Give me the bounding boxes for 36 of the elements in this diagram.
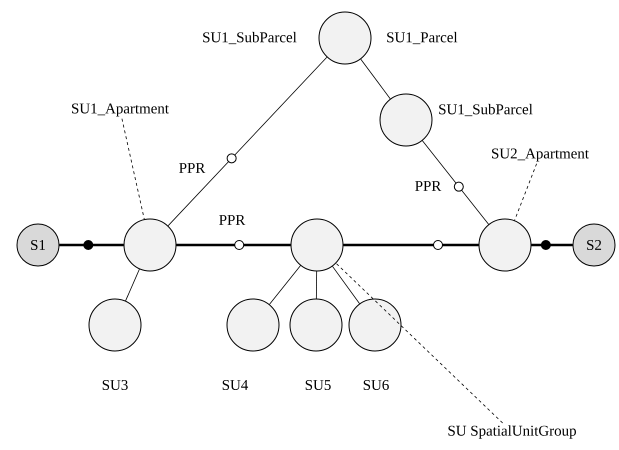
unit-circle — [478, 218, 532, 272]
node-caption: SU6 — [364, 380, 389, 390]
callout-label: SU SpatialUnitGroup — [448, 425, 576, 439]
connector-line — [332, 266, 360, 304]
connector-line — [422, 140, 489, 225]
node-caption: SU1_Parcel — [387, 32, 458, 44]
connector-line — [125, 268, 140, 302]
node-caption: SU1_SubParcel — [203, 32, 296, 44]
node-caption: SU4 — [222, 380, 248, 390]
connector-line — [176, 240, 290, 250]
edge-label: PPR — [178, 162, 206, 174]
node-caption: SU5 — [306, 380, 331, 390]
unit-circle — [380, 94, 432, 146]
unit-circle — [348, 298, 402, 352]
connector-line — [344, 240, 478, 250]
connector-line — [60, 240, 124, 250]
unit-circle — [290, 218, 344, 272]
leader-line — [336, 262, 504, 424]
callout-label: SU1_Apartment — [72, 103, 169, 117]
node-caption: SU1_SubParcel — [439, 104, 533, 116]
connector-line — [532, 240, 572, 250]
unit-circle — [226, 298, 280, 352]
node-caption: SU3 — [102, 380, 128, 390]
connector-line — [316, 271, 318, 299]
leader-line — [122, 118, 145, 220]
unit-circle — [88, 298, 142, 352]
edge-label: PPR — [218, 214, 246, 226]
unit-circle — [124, 218, 176, 272]
unit-circle — [318, 12, 372, 64]
connector-line — [269, 265, 301, 305]
leader-line — [514, 163, 537, 221]
unit-circle — [290, 298, 342, 352]
connector-line — [360, 58, 391, 100]
connector-line — [168, 56, 328, 226]
callout-label: SU2_Apartment — [492, 148, 589, 162]
edge-label: PPR — [414, 180, 442, 192]
